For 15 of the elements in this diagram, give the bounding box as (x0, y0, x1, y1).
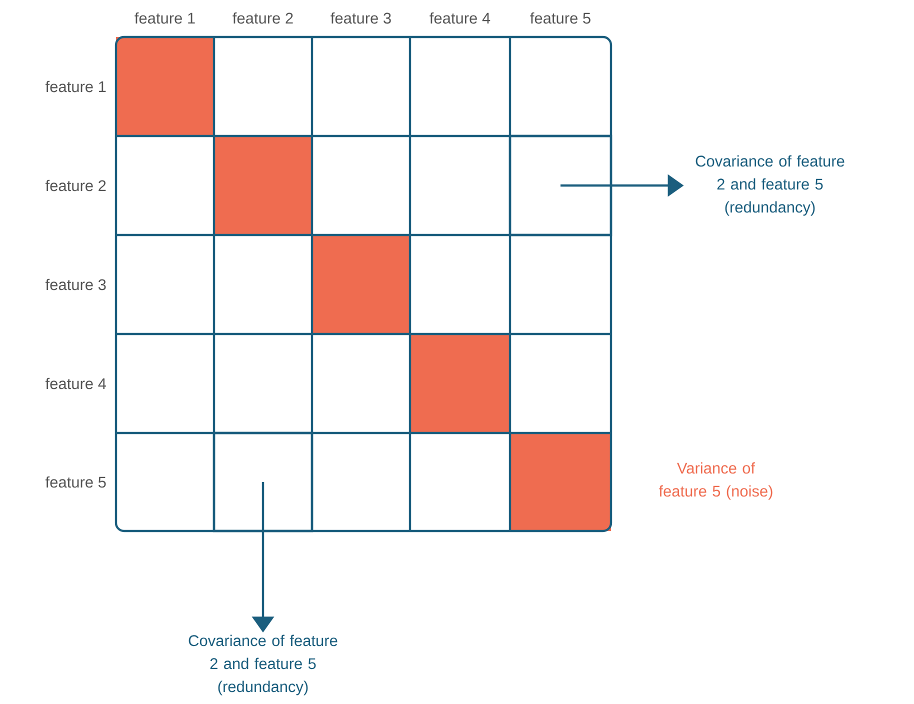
column-header: feature 1 (134, 12, 195, 24)
annotation-text: Variance of feature 5 (noise) (658, 462, 772, 500)
annotation-text: Covariance of feature 2 and feature 5 (redundancy) (188, 634, 338, 696)
row-header: feature 5 (46, 476, 106, 488)
column-header: feature 5 (530, 12, 590, 24)
row-header: feature 2 (46, 180, 106, 192)
row-header: feature 3 (46, 278, 106, 290)
row-header: feature 1 (46, 80, 106, 92)
row-header: feature 4 (46, 378, 106, 390)
column-header: feature 2 (232, 12, 293, 24)
column-header: feature 4 (430, 12, 490, 24)
annotation-text: Covariance of feature 2 and feature 5 (redundancy) (696, 155, 844, 216)
column-header: feature 3 (330, 12, 391, 24)
matrix-cell (508, 134, 612, 236)
matrix-cell (212, 432, 314, 532)
